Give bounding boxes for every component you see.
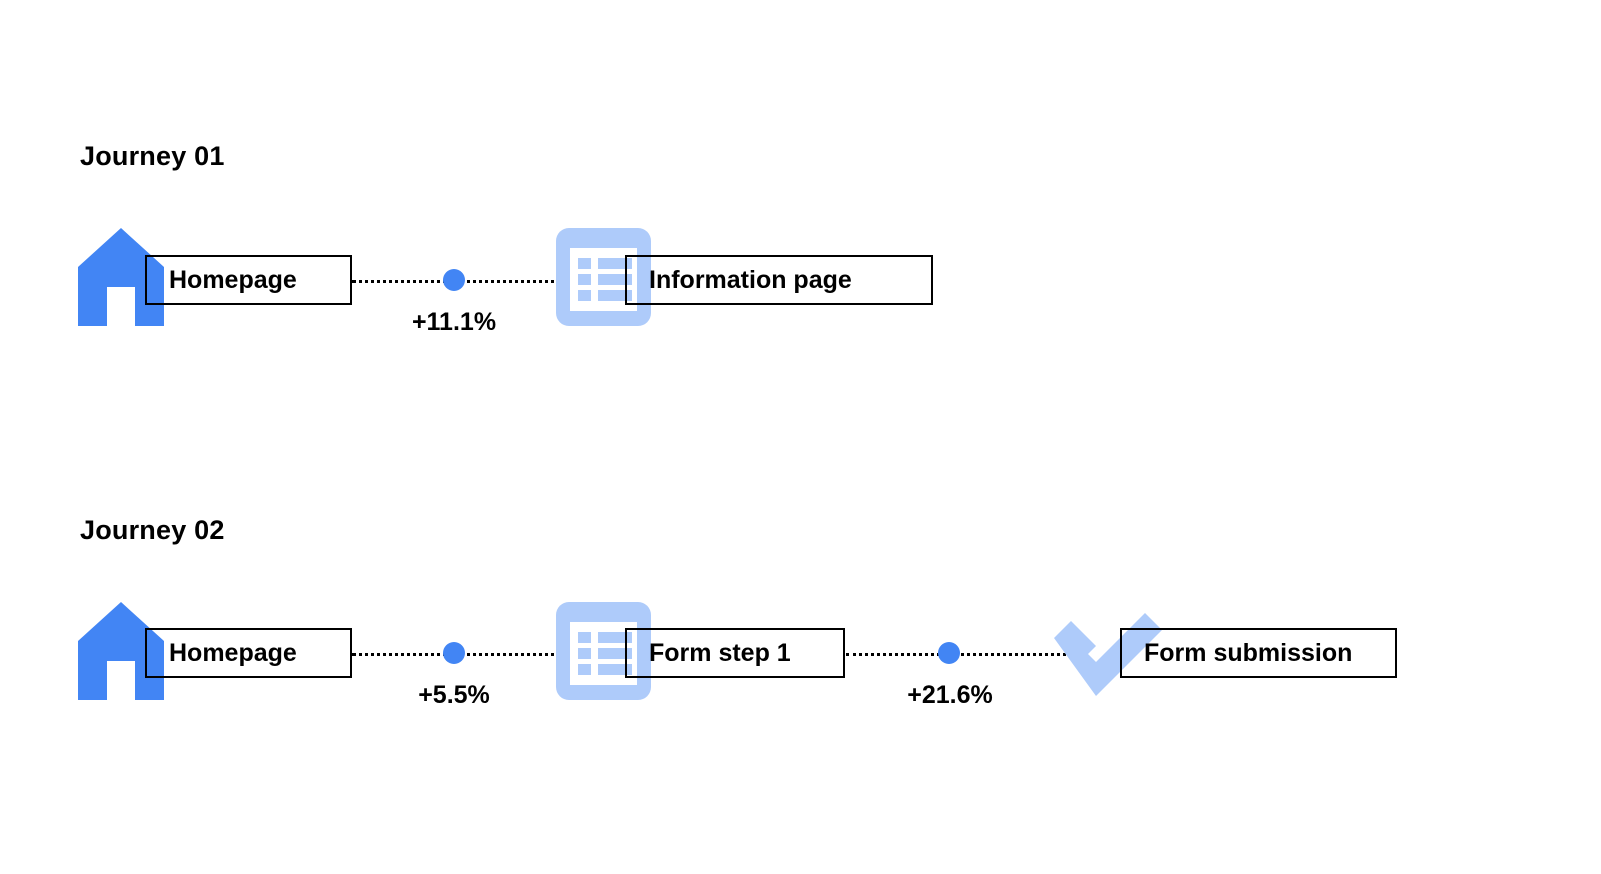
journey-02-transition-dot-1[interactable]	[443, 642, 465, 664]
journey-01-transition-dot-1[interactable]	[443, 269, 465, 291]
journey-02-title: Journey 02	[80, 515, 225, 545]
journey-01-title: Journey 01	[80, 141, 225, 171]
node-form-step-1-journey-02[interactable]: Form step 1	[625, 628, 845, 678]
journey-02-transition-dot-2[interactable]	[938, 642, 960, 664]
journey-01-transition-value-1: +11.1%	[411, 308, 497, 336]
node-homepage-journey-01[interactable]: Homepage	[145, 255, 352, 305]
node-label: Homepage	[169, 638, 297, 667]
node-label: Form submission	[1144, 638, 1353, 667]
journey-01-flow: Homepage +11.1% Information page	[0, 210, 1601, 350]
node-label: Form step 1	[649, 638, 791, 667]
journey-02-transition-value-1: +5.5%	[418, 681, 490, 709]
document-list-icon	[556, 602, 651, 700]
journey-02-transition-value-2: +21.6%	[907, 681, 993, 709]
node-label: Information page	[649, 265, 852, 294]
checkmark-icon	[1048, 594, 1168, 702]
node-homepage-journey-02[interactable]: Homepage	[145, 628, 352, 678]
home-icon	[78, 602, 164, 700]
node-information-page-journey-01[interactable]: Information page	[625, 255, 933, 305]
journey-02-flow: Homepage +5.5% Form step 1 +21.6%	[0, 584, 1601, 724]
home-icon	[78, 228, 164, 326]
journey-02-connector-2	[846, 653, 1084, 656]
node-form-submission-journey-02[interactable]: Form submission	[1120, 628, 1397, 678]
node-label: Homepage	[169, 265, 297, 294]
